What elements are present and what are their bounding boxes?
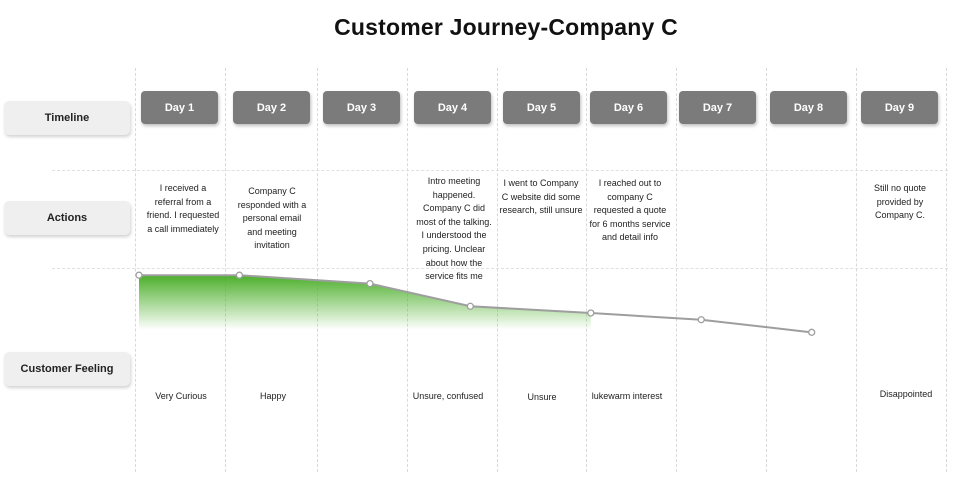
- day-box-5: Day 5: [503, 91, 580, 124]
- day-box-7: Day 7: [679, 91, 756, 124]
- day-box-8: Day 8: [770, 91, 847, 124]
- row-label-actions: Actions: [4, 201, 130, 235]
- column-divider: [317, 68, 318, 472]
- feeling-label-day-2: Happy: [259, 391, 286, 401]
- day-box-6: Day 6: [590, 91, 667, 124]
- feeling-point-5: [587, 309, 595, 317]
- column-divider: [586, 68, 587, 472]
- feeling-point-3: [366, 279, 374, 288]
- action-text-day-6: I reached out to company C requested a q…: [589, 178, 671, 243]
- feeling-point-6: [697, 316, 705, 324]
- column-divider: [766, 68, 767, 472]
- feeling-area-fill: [139, 275, 591, 330]
- row-divider: [52, 170, 948, 171]
- feeling-point-4: [466, 302, 474, 310]
- column-divider: [497, 68, 498, 472]
- day-box-3: Day 3: [323, 91, 400, 124]
- column-divider: [407, 68, 408, 472]
- day-box-9: Day 9: [861, 91, 938, 124]
- row-label-timeline: Timeline: [4, 101, 130, 135]
- feeling-point-2: [235, 271, 244, 279]
- action-text-day-9: Still no quote provided by Company C.: [873, 183, 927, 221]
- action-text-day-4: Intro meeting happened. Company C did mo…: [416, 176, 492, 282]
- day-box-1: Day 1: [141, 91, 218, 124]
- column-divider: [135, 68, 136, 472]
- action-text-day-5: I went to Company C website did some res…: [499, 178, 583, 216]
- page-title: Customer Journey-Company C: [334, 14, 678, 40]
- column-divider: [225, 68, 226, 472]
- feeling-label-day-9: Disappointed: [879, 389, 933, 399]
- action-text-day-1: I received a referral from a friend. I r…: [146, 183, 220, 234]
- column-divider: [946, 68, 947, 472]
- action-text-day-2: Company C responded with a personal emai…: [237, 186, 307, 251]
- column-divider: [676, 68, 677, 472]
- row-divider: [52, 268, 948, 269]
- day-box-4: Day 4: [414, 91, 491, 124]
- feeling-label-day-4: Unsure, confused: [412, 391, 484, 401]
- feeling-point-1: [135, 271, 143, 279]
- feeling-point-7: [808, 328, 816, 336]
- feeling-label-day-6: lukewarm interest: [591, 391, 663, 401]
- row-label-customer-feeling: Customer Feeling: [4, 352, 130, 386]
- feeling-label-day-5: Unsure: [527, 392, 557, 402]
- day-box-2: Day 2: [233, 91, 310, 124]
- column-divider: [856, 68, 857, 472]
- feeling-label-day-1: Very Curious: [155, 391, 207, 401]
